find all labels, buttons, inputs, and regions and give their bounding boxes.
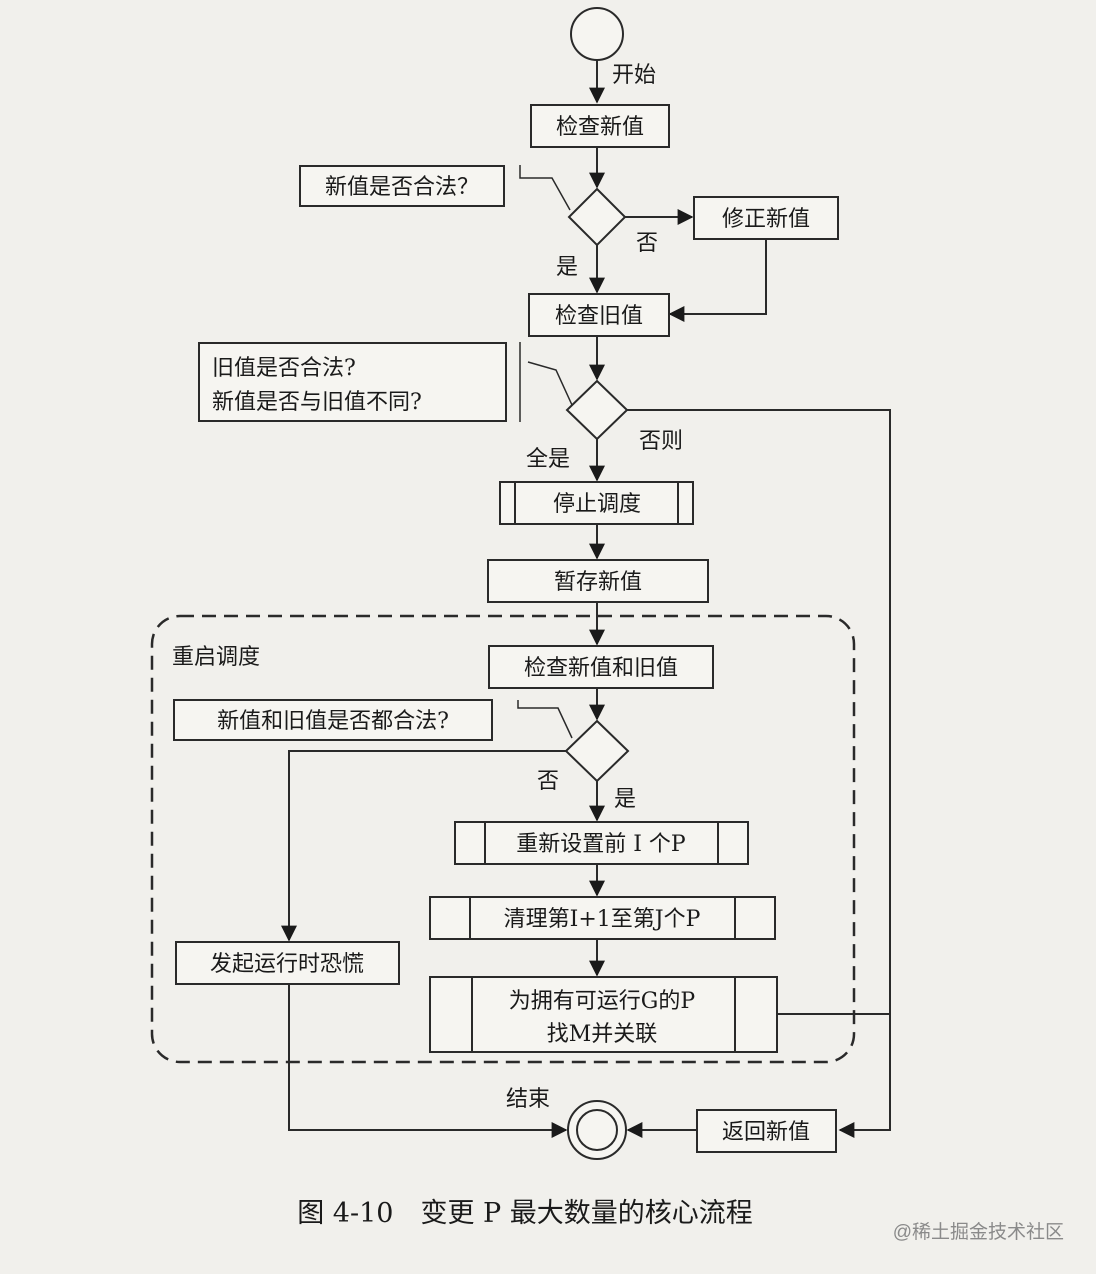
decision-both-valid bbox=[564, 719, 630, 783]
save-new-box bbox=[487, 559, 709, 603]
fix-new-label: 修正新值 bbox=[722, 207, 810, 232]
find-m-box bbox=[429, 976, 778, 1053]
watermark: @稀土掘金技术社区 bbox=[893, 1221, 1064, 1243]
end-node-inner bbox=[576, 1109, 618, 1151]
decision-new-valid bbox=[567, 187, 627, 247]
no-label-2: 否 bbox=[537, 769, 559, 794]
stop-sched-label: 停止调度 bbox=[553, 492, 641, 517]
callout-1 bbox=[519, 165, 571, 211]
arrow-no-panic bbox=[281, 750, 566, 942]
old-valid-note bbox=[198, 342, 507, 422]
restart-sched-group bbox=[150, 614, 856, 1064]
start-label: 开始 bbox=[612, 63, 656, 88]
reset-p-label: 重新设置前 I 个P bbox=[516, 832, 686, 857]
check-new-label: 检查新值 bbox=[556, 115, 644, 140]
decision-old-valid bbox=[565, 379, 629, 441]
all-yes-label: 全是 bbox=[526, 447, 570, 472]
new-valid-note bbox=[299, 165, 505, 207]
check-both-label: 检查新值和旧值 bbox=[524, 656, 678, 681]
old-valid-question-1: 旧值是否合法? bbox=[212, 356, 356, 381]
arrow-panic-end bbox=[288, 984, 568, 1138]
callout-3 bbox=[517, 700, 573, 739]
restart-sched-label: 重启调度 bbox=[172, 645, 260, 670]
both-valid-note bbox=[173, 699, 493, 741]
start-node bbox=[570, 7, 624, 61]
clean-p-box bbox=[429, 896, 776, 940]
arrow-otherwise-return bbox=[627, 409, 891, 1138]
yes-label-1: 是 bbox=[556, 255, 578, 280]
reset-p-box bbox=[454, 821, 749, 865]
arrow-fix-checkold bbox=[668, 239, 767, 322]
clean-p-label: 清理第I+1至第J个P bbox=[504, 907, 701, 932]
new-valid-question: 新值是否合法？ bbox=[325, 175, 479, 200]
end-label: 结束 bbox=[506, 1087, 550, 1112]
fix-new-box bbox=[693, 196, 839, 240]
check-new-box bbox=[530, 104, 670, 148]
callout-2 bbox=[527, 361, 573, 406]
save-new-label: 暂存新值 bbox=[554, 570, 642, 595]
find-m-label-2: 找M并关联 bbox=[547, 1022, 658, 1047]
yes-label-2: 是 bbox=[614, 787, 636, 812]
check-old-box bbox=[528, 293, 670, 337]
return-new-label: 返回新值 bbox=[722, 1120, 810, 1145]
otherwise-label: 否则 bbox=[639, 429, 683, 454]
old-valid-question-2: 新值是否与旧值不同? bbox=[212, 390, 422, 415]
check-both-box bbox=[488, 645, 714, 689]
no-label-1: 否 bbox=[636, 231, 658, 256]
figure-caption: 图 4-10 变更 P 最大数量的核心流程 bbox=[297, 1198, 753, 1229]
panic-label: 发起运行时恐慌 bbox=[210, 952, 364, 977]
stop-sched-box bbox=[499, 481, 694, 525]
both-valid-question: 新值和旧值是否都合法? bbox=[217, 709, 449, 734]
find-m-label-1: 为拥有可运行G的P bbox=[509, 989, 696, 1014]
check-old-label: 检查旧值 bbox=[555, 304, 643, 329]
panic-box bbox=[175, 941, 400, 985]
